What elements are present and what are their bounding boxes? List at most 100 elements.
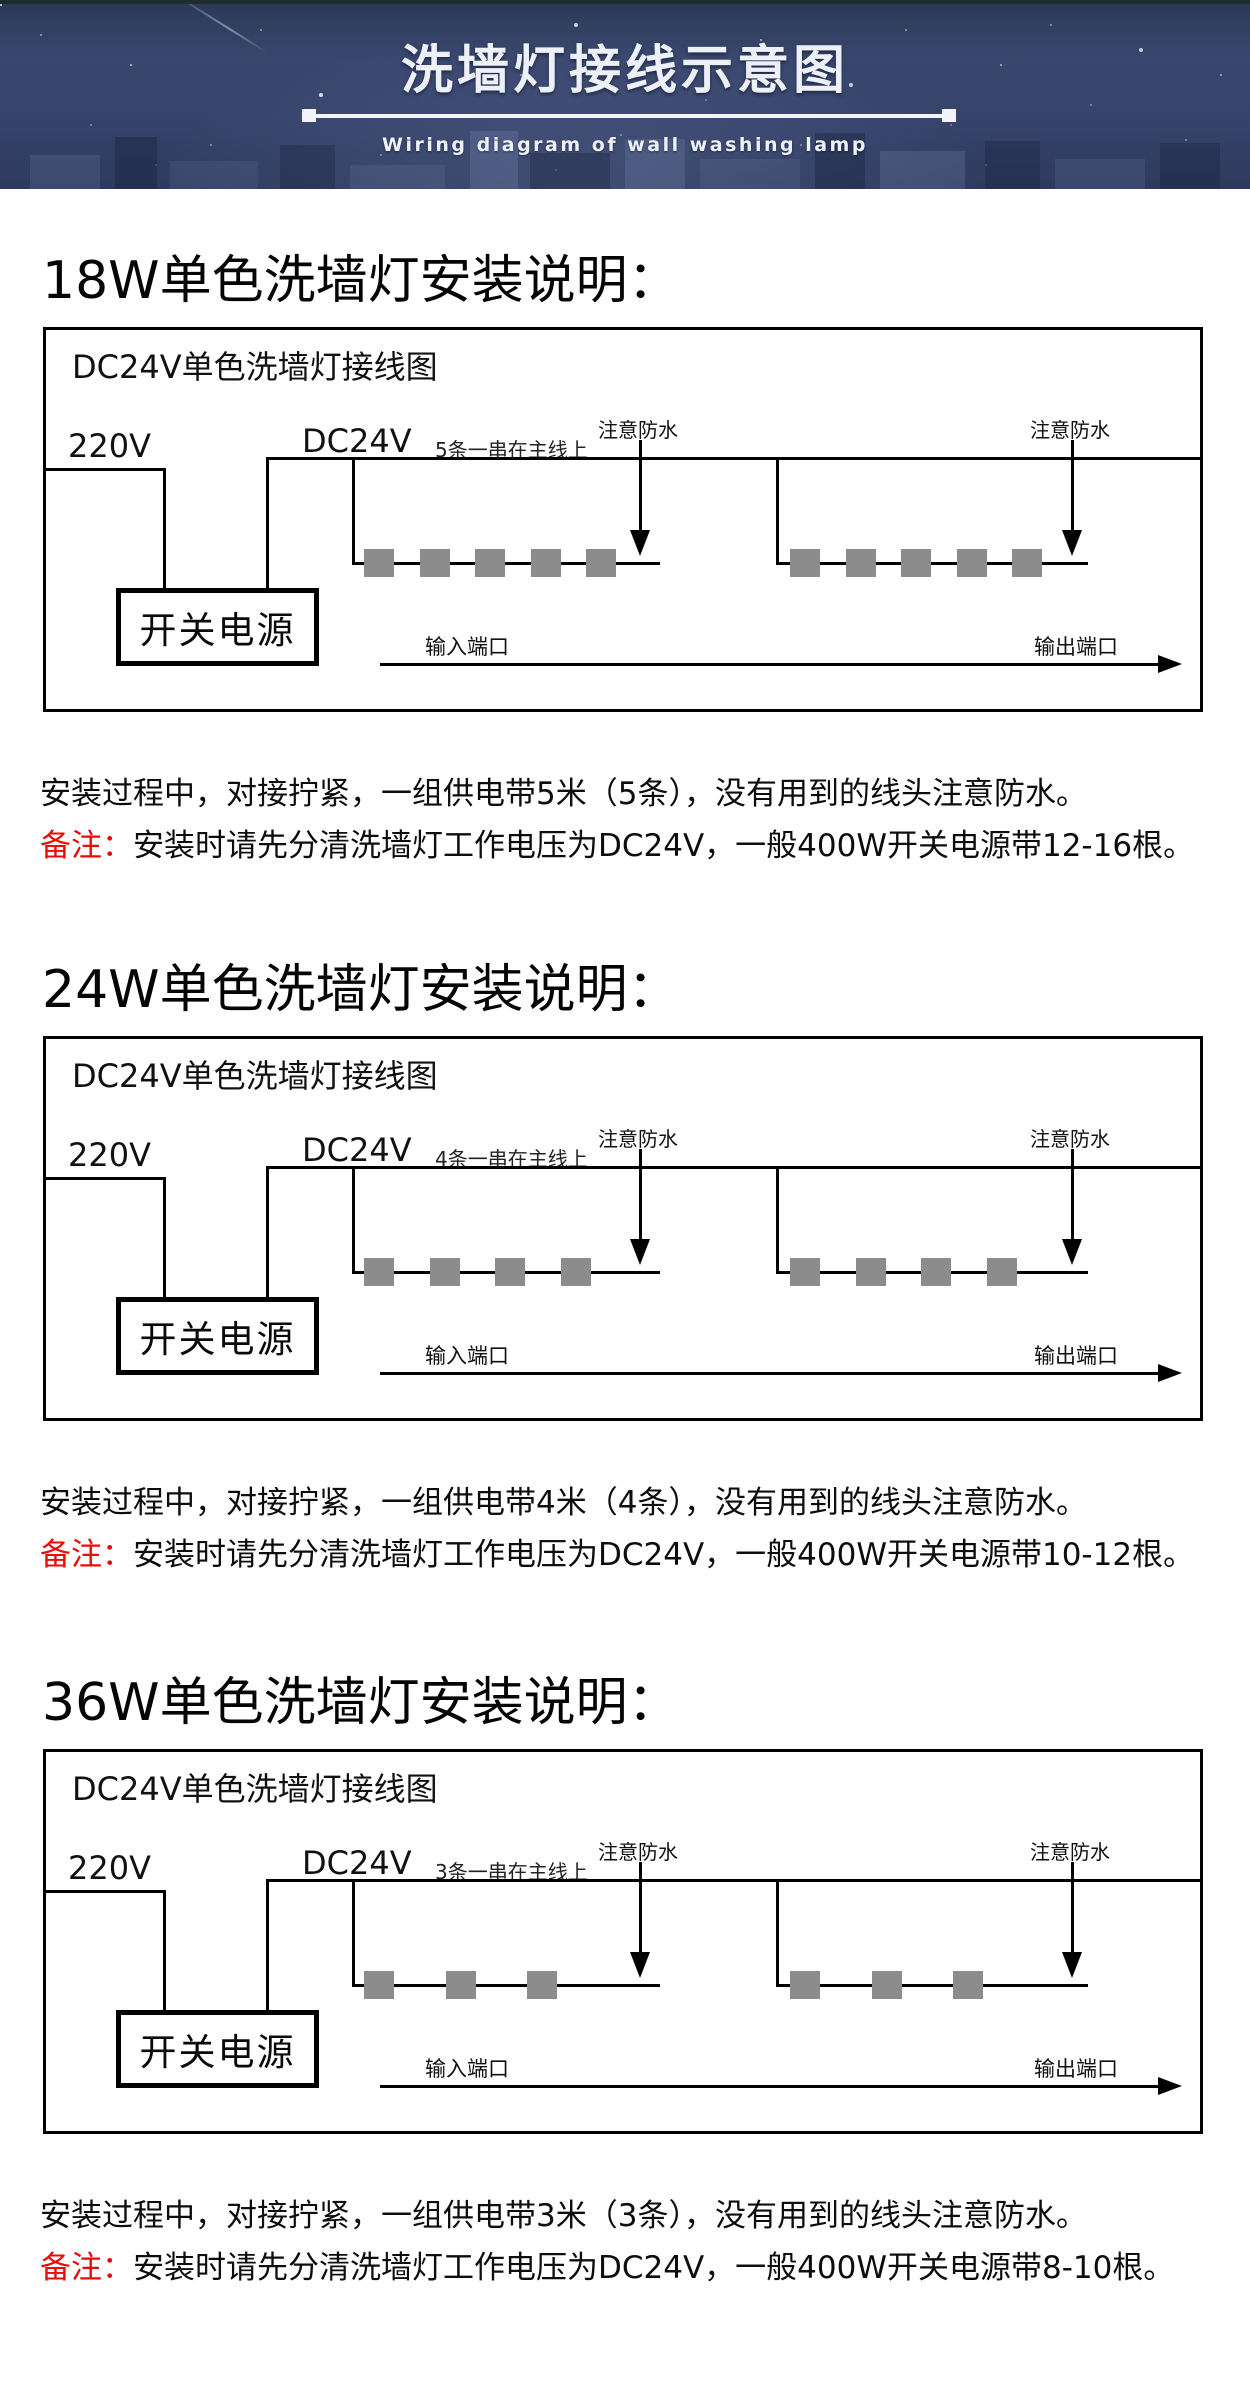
lamp-square	[364, 549, 394, 577]
lamp-square	[957, 549, 987, 577]
lamp-string-line-1	[352, 1984, 660, 1987]
right-arrow-icon	[1158, 1364, 1182, 1382]
remark-prefix: 备注：	[40, 828, 133, 864]
waterproof-note-2: 注意防水	[1030, 1127, 1110, 1151]
port-flow-line	[380, 663, 1160, 666]
branch-drop-1	[352, 1166, 355, 1274]
lamp-square	[527, 1971, 557, 1999]
psu-output-riser	[266, 1879, 269, 2011]
down-arrow-icon	[630, 440, 650, 556]
branch-drop-2	[776, 1166, 779, 1274]
mains-voltage-label: 220V	[68, 1849, 151, 1887]
lamp-string-line-1	[352, 562, 660, 565]
lamp-square	[790, 1258, 820, 1286]
lamp-string-line-2	[776, 1984, 1088, 1987]
switching-power-supply-box: 开关电源	[116, 588, 319, 666]
divider-end-square-right	[942, 109, 956, 122]
input-port-label: 输入端口	[425, 635, 509, 659]
remark-text: 安装时请先分清洗墙灯工作电压为DC24V，一般400W开关电源带10-12根。	[133, 1537, 1195, 1573]
port-flow-line	[380, 1372, 1160, 1375]
down-arrow-icon	[630, 1862, 650, 1978]
diagram-box-label: DC24V单色洗墙灯接线图	[72, 1057, 438, 1095]
section-title: 24W单色洗墙灯安装说明：	[42, 960, 680, 1020]
city-skyline	[0, 123, 1250, 189]
waterproof-note-2: 注意防水	[1030, 1840, 1110, 1864]
mains-wire-vertical	[163, 1890, 166, 2011]
waterproof-note-1: 注意防水	[598, 418, 678, 442]
remark-prefix: 备注：	[40, 1537, 133, 1573]
lamp-square	[987, 1258, 1017, 1286]
wiring-section-3: 36W单色洗墙灯安装说明： DC24V单色洗墙灯接线图 220V DC24V 3…	[0, 1673, 1250, 2314]
branch-drop-2	[776, 457, 779, 565]
wiring-diagram-box: DC24V单色洗墙灯接线图 220V DC24V 5条一串在主线上 注意防水 注…	[43, 327, 1203, 712]
header-banner: 洗墙灯接线示意图 Wiring diagram of wall washing …	[0, 0, 1250, 189]
lamp-square	[430, 1258, 460, 1286]
branch-drop-1	[352, 457, 355, 565]
remark-note-line: 备注：安装时请先分清洗墙灯工作电压为DC24V，一般400W开关电源带12-16…	[40, 820, 1194, 865]
install-note-line: 安装过程中，对接拧紧，一组供电带5米（5条），没有用到的线头注意防水。	[40, 776, 1087, 812]
waterproof-note-1: 注意防水	[598, 1840, 678, 1864]
lamp-square	[561, 1258, 591, 1286]
install-note-line: 安装过程中，对接拧紧，一组供电带4米（4条），没有用到的线头注意防水。	[40, 1485, 1087, 1521]
diagram-box-label: DC24V单色洗墙灯接线图	[72, 348, 438, 386]
remark-prefix: 备注：	[40, 2250, 133, 2286]
mains-wire-vertical	[163, 1177, 166, 1298]
mains-wire-vertical	[163, 468, 166, 589]
input-port-label: 输入端口	[425, 2057, 509, 2081]
lamp-square	[420, 549, 450, 577]
lamp-square	[446, 1971, 476, 1999]
output-port-label: 输出端口	[1034, 1344, 1118, 1368]
lamp-string-line-2	[776, 562, 1088, 565]
dc-main-line	[266, 1879, 1203, 1882]
waterproof-note-1: 注意防水	[598, 1127, 678, 1151]
section-title: 18W单色洗墙灯安装说明：	[42, 251, 680, 311]
branch-drop-1	[352, 1879, 355, 1987]
psu-output-riser	[266, 1166, 269, 1298]
port-flow-line	[380, 2085, 1160, 2088]
star-field	[0, 4, 2, 6]
lamp-square	[495, 1258, 525, 1286]
wiring-diagram-box: DC24V单色洗墙灯接线图 220V DC24V 3条一串在主线上 注意防水 注…	[43, 1749, 1203, 2134]
dc-voltage-label: DC24V	[302, 422, 412, 460]
remark-text: 安装时请先分清洗墙灯工作电压为DC24V，一般400W开关电源带12-16根。	[133, 828, 1195, 864]
switching-power-supply-box: 开关电源	[116, 1297, 319, 1375]
down-arrow-icon	[630, 1149, 650, 1265]
lamp-square	[953, 1971, 983, 1999]
remark-note-line: 备注：安装时请先分清洗墙灯工作电压为DC24V，一般400W开关电源带10-12…	[40, 1529, 1194, 1574]
title-divider	[310, 114, 948, 118]
dc-main-line	[266, 457, 1203, 460]
wiring-section-1: 18W单色洗墙灯安装说明： DC24V单色洗墙灯接线图 220V DC24V 5…	[0, 251, 1250, 892]
page-subtitle: Wiring diagram of wall washing lamp	[382, 134, 868, 156]
down-arrow-icon	[1062, 1862, 1082, 1978]
remark-text: 安装时请先分清洗墙灯工作电压为DC24V，一般400W开关电源带8-10根。	[133, 2250, 1175, 2286]
remark-note-line: 备注：安装时请先分清洗墙灯工作电压为DC24V，一般400W开关电源带8-10根…	[40, 2242, 1174, 2287]
lamp-square	[790, 549, 820, 577]
install-note-line: 安装过程中，对接拧紧，一组供电带3米（3条），没有用到的线头注意防水。	[40, 2198, 1087, 2234]
mains-voltage-label: 220V	[68, 1136, 151, 1174]
divider-end-square-left	[302, 109, 316, 122]
right-arrow-icon	[1158, 655, 1182, 673]
diagram-box-label: DC24V单色洗墙灯接线图	[72, 1770, 438, 1808]
lamp-square	[846, 549, 876, 577]
waterproof-note-2: 注意防水	[1030, 418, 1110, 442]
page-title: 洗墙灯接线示意图	[400, 41, 849, 101]
dc-voltage-label: DC24V	[302, 1844, 412, 1882]
section-title: 36W单色洗墙灯安装说明：	[42, 1673, 680, 1733]
mains-wire-horizontal	[46, 468, 166, 471]
lamp-square	[1012, 549, 1042, 577]
lamp-square	[364, 1971, 394, 1999]
dc-voltage-label: DC24V	[302, 1131, 412, 1169]
branch-drop-2	[776, 1879, 779, 1987]
mains-wire-horizontal	[46, 1177, 166, 1180]
mains-voltage-label: 220V	[68, 427, 151, 465]
lamp-square	[856, 1258, 886, 1286]
lamp-square	[921, 1258, 951, 1286]
lamp-square	[364, 1258, 394, 1286]
lamp-square	[531, 549, 561, 577]
lamp-square	[872, 1971, 902, 1999]
right-arrow-icon	[1158, 2077, 1182, 2095]
down-arrow-icon	[1062, 440, 1082, 556]
output-port-label: 输出端口	[1034, 2057, 1118, 2081]
psu-output-riser	[266, 457, 269, 589]
lamp-square	[475, 549, 505, 577]
